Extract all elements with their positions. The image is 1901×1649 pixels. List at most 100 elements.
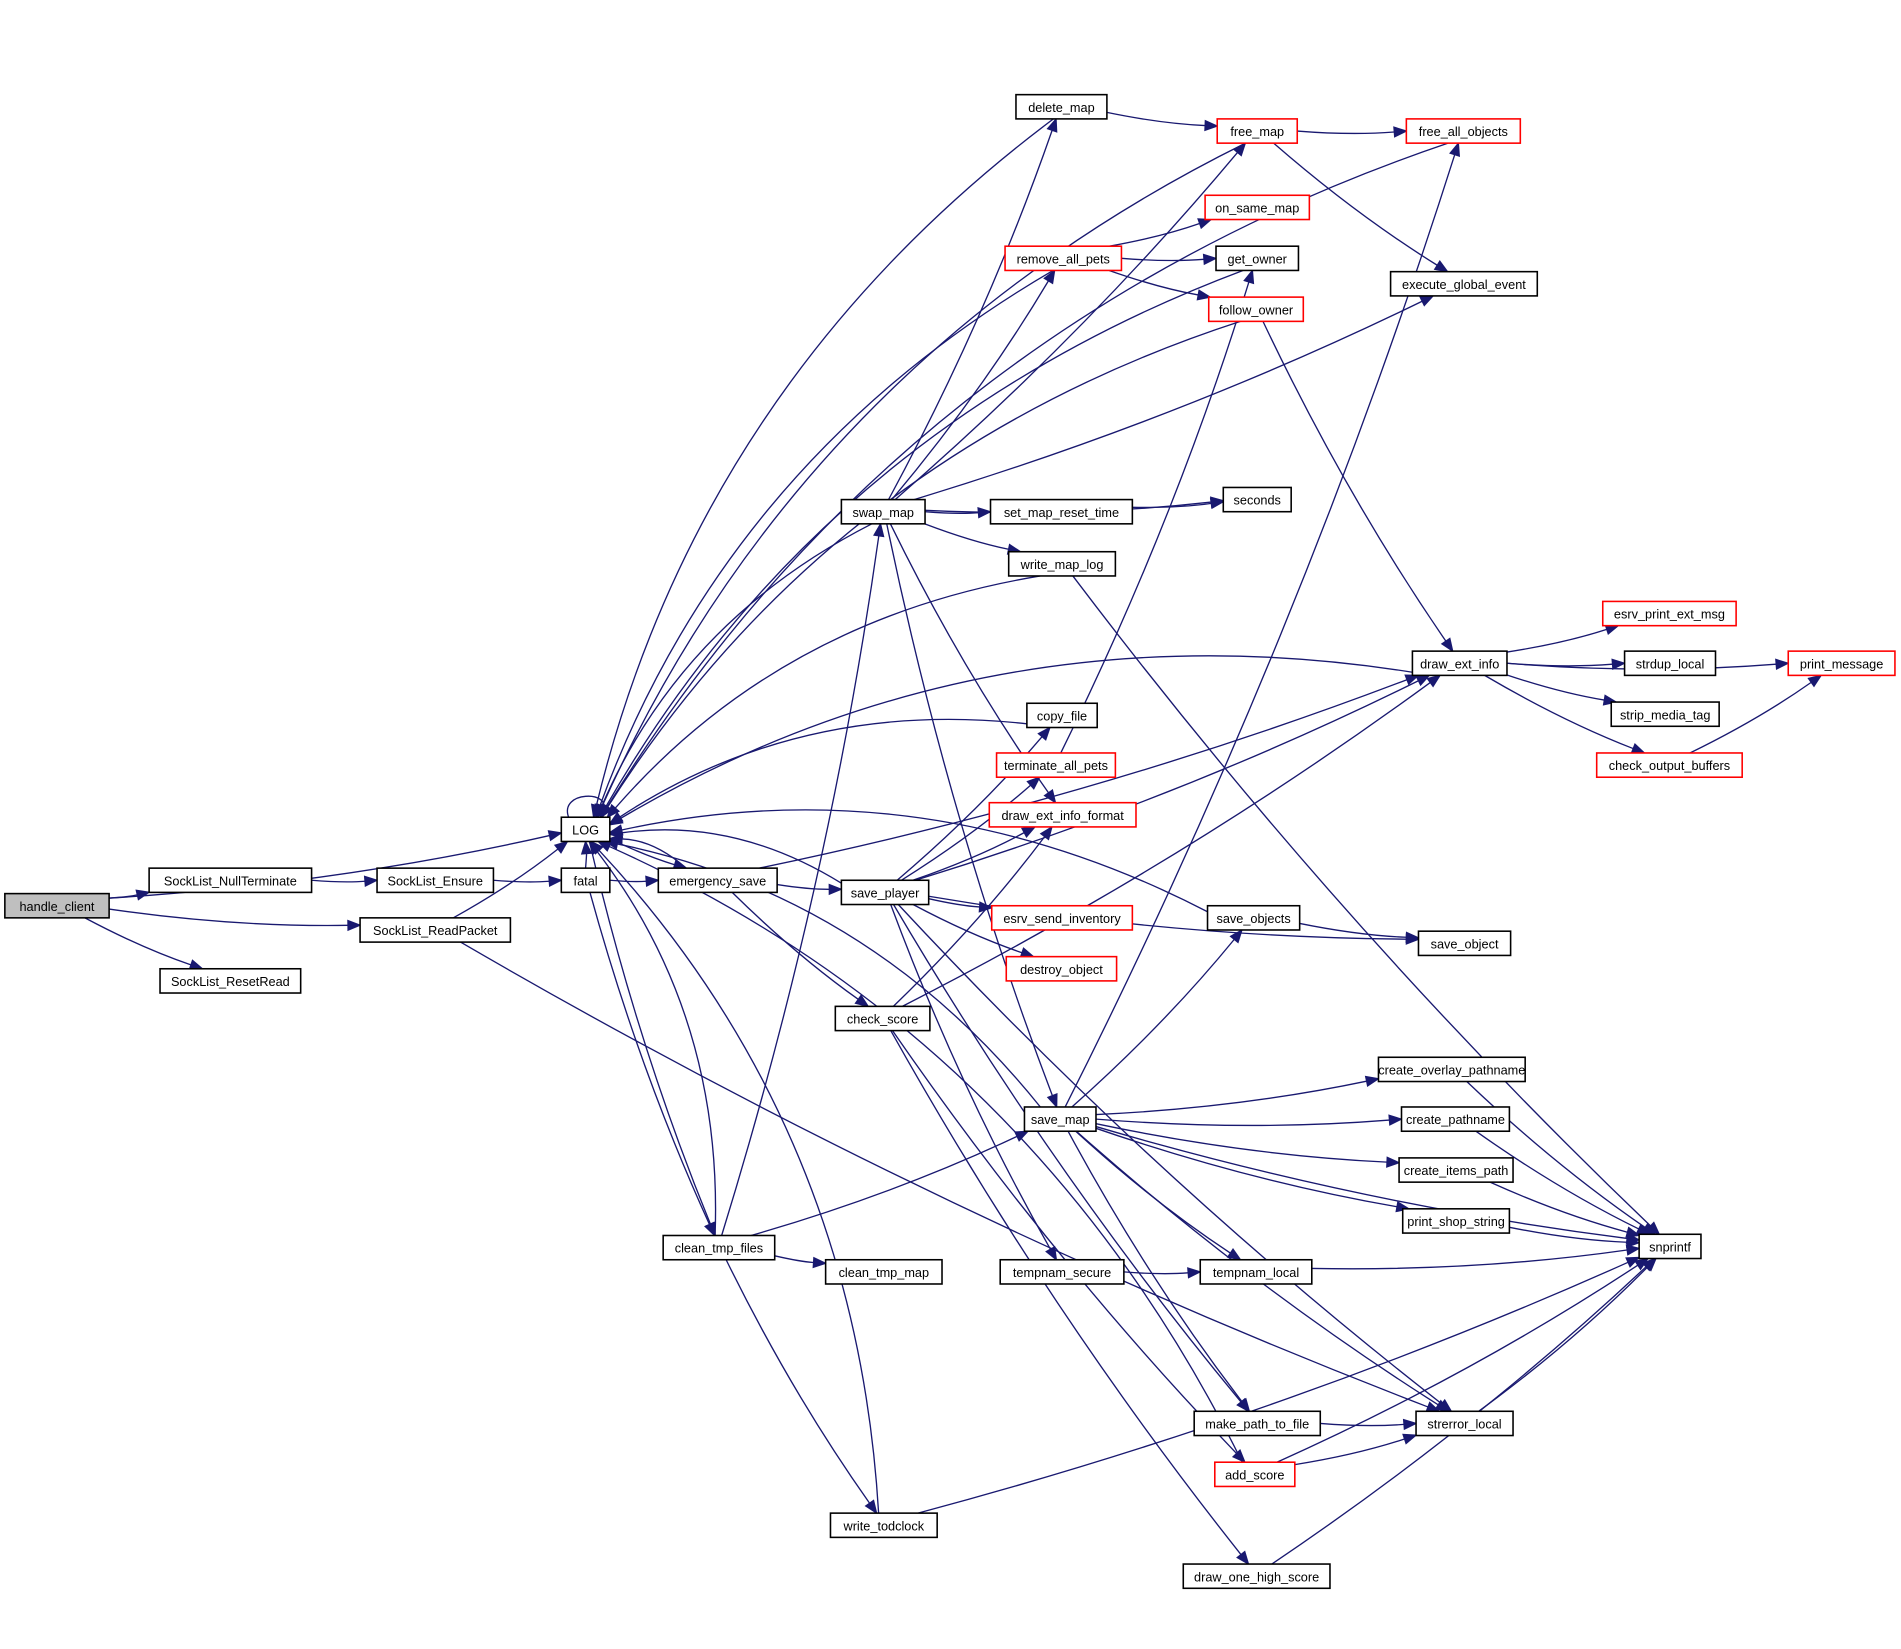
edge-line [892, 836, 1046, 1007]
arrowhead-icon [704, 1221, 716, 1237]
node-set-map-reset-time[interactable]: set_map_reset_time [989, 498, 1134, 525]
node-label: SockList_ReadPacket [373, 923, 498, 938]
node-save-map[interactable]: save_map [1023, 1106, 1097, 1133]
node-print-shop-string[interactable]: print_shop_string [1401, 1208, 1511, 1234]
node-box [1215, 245, 1300, 272]
node-box [1007, 550, 1117, 577]
arrowhead-icon [1026, 776, 1041, 790]
edge-free-map-to-log [596, 142, 1246, 819]
edge-write-map-log-to-log [606, 575, 1041, 819]
node-print-message[interactable]: print_message [1787, 650, 1896, 677]
node-esrv-print-ext-msg[interactable]: esrv_print_ext_msg [1601, 600, 1737, 627]
node-on-same-map[interactable]: on_same_map [1204, 194, 1311, 221]
node-snprintf[interactable]: snprintf [1638, 1233, 1702, 1260]
node-label: handle_client [19, 899, 94, 914]
edge-save-map-to-make-path-to-file [1067, 1130, 1251, 1413]
node-terminate-all-pets[interactable]: terminate_all_pets [995, 752, 1117, 779]
edge-line [1109, 222, 1200, 247]
edge-save-player-to-tempnam-secure [890, 904, 1058, 1262]
node-destroy-object[interactable]: destroy_object [1005, 955, 1118, 982]
node-socklist-nullterminate[interactable]: SockList_NullTerminate [148, 867, 313, 894]
node-swap-map[interactable]: swap_map [840, 498, 926, 525]
edge-line [607, 320, 1241, 808]
node-emergency-save[interactable]: emergency_save [657, 867, 778, 894]
edge-line [614, 575, 1041, 809]
edge-clean-tmp-files-to-log [588, 840, 717, 1236]
edge-line [460, 941, 1429, 1408]
node-socklist-ensure[interactable]: SockList_Ensure [376, 867, 495, 894]
arrowhead-icon [1043, 788, 1057, 805]
node-remove-all-pets[interactable]: remove_all_pets [1004, 245, 1123, 272]
edge-line [902, 681, 1431, 1007]
node-delete-map[interactable]: delete_map [1015, 93, 1108, 120]
node-label: draw_ext_info [1420, 656, 1499, 671]
arrowhead-icon [1187, 1267, 1202, 1279]
node-create-items-path[interactable]: create_items_path [1398, 1157, 1514, 1183]
edge-line [608, 845, 1243, 1463]
node-tempnam-local[interactable]: tempnam_local [1199, 1258, 1313, 1285]
node-get-owner[interactable]: get_owner [1215, 245, 1300, 272]
node-label: tempnam_local [1213, 1265, 1299, 1280]
edge-socklist-readpacket-to-log [453, 840, 569, 919]
arrowhead-icon [608, 824, 624, 836]
node-free-map[interactable]: free_map [1216, 118, 1299, 144]
node-write-todclock[interactable]: write_todclock [829, 1512, 938, 1539]
arrowhead-icon [1419, 295, 1435, 307]
edge-line [1075, 1130, 1231, 1254]
node-box [1411, 650, 1508, 677]
edge-socklist-readpacket-to-strerror-local [460, 941, 1441, 1413]
node-log[interactable]: LOG [560, 816, 611, 843]
node-follow-owner[interactable]: follow_owner [1207, 296, 1305, 323]
node-create-overlay-pathname[interactable]: create_overlay_pathname [1377, 1056, 1526, 1083]
node-socklist-readpacket[interactable]: SockList_ReadPacket [359, 917, 512, 943]
edge-swap-map-to-execute-global-event [913, 295, 1435, 501]
node-save-objects[interactable]: save_objects [1206, 904, 1301, 931]
edge-line [1262, 321, 1447, 642]
node-box [999, 1258, 1125, 1285]
arrowhead-icon [1364, 1075, 1381, 1087]
node-save-player[interactable]: save_player [840, 879, 930, 906]
node-check-output-buffers[interactable]: check_output_buffers [1595, 752, 1743, 779]
edge-line [917, 1261, 1629, 1514]
node-box [148, 867, 313, 894]
node-check-score[interactable]: check_score [834, 1005, 931, 1032]
node-free-all-objects[interactable]: free_all_objects [1405, 118, 1522, 144]
node-draw-ext-info[interactable]: draw_ext_info [1411, 650, 1508, 677]
node-seconds[interactable]: seconds [1222, 486, 1292, 513]
node-strip-media-tag[interactable]: strip_media_tag [1610, 701, 1720, 728]
arrowhead-icon [1196, 289, 1212, 301]
node-copy-file[interactable]: copy_file [1026, 702, 1098, 729]
edge-line [588, 841, 712, 1225]
edge-line [619, 655, 1413, 820]
edge-line [915, 680, 1419, 881]
edge-save-player-to-terminate-all-pets [900, 776, 1041, 881]
arrowhead-icon [1043, 269, 1056, 285]
node-box [829, 1512, 938, 1539]
node-draw-ext-info-format[interactable]: draw_ext_info_format [988, 801, 1137, 828]
node-create-pathname[interactable]: create_pathname [1400, 1106, 1511, 1133]
node-save-object[interactable]: save_object [1417, 930, 1512, 957]
edge-save-map-to-print-shop-string [1095, 1127, 1411, 1213]
node-box [1601, 600, 1737, 627]
node-socklist-resetread[interactable]: SockList_ResetRead [159, 967, 302, 994]
edge-line [1067, 1130, 1243, 1403]
node-tempnam-secure[interactable]: tempnam_secure [999, 1258, 1125, 1285]
node-clean-tmp-map[interactable]: clean_tmp_map [824, 1258, 943, 1285]
arrowhead-icon [1209, 497, 1225, 510]
node-add-score[interactable]: add_score [1214, 1461, 1296, 1488]
arrowhead-icon [1402, 1418, 1418, 1431]
node-make-path-to-file[interactable]: make_path_to_file [1193, 1410, 1322, 1437]
node-strerror-local[interactable]: strerror_local [1415, 1410, 1514, 1437]
node-label: free_all_objects [1419, 124, 1508, 139]
node-fatal[interactable]: fatal [560, 867, 611, 894]
node-esrv-send-inventory[interactable]: esrv_send_inventory [990, 904, 1134, 931]
node-label: draw_one_high_score [1194, 1569, 1319, 1584]
node-draw-one-high-score[interactable]: draw_one_high_score [1182, 1563, 1331, 1590]
arrowhead-icon [363, 875, 379, 888]
node-execute-global-event[interactable]: execute_global_event [1389, 270, 1539, 297]
node-strdup-local[interactable]: strdup_local [1623, 650, 1717, 677]
node-clean-tmp-files[interactable]: clean_tmp_files [662, 1234, 776, 1261]
node-write-map-log[interactable]: write_map_log [1007, 550, 1117, 577]
node-box [1182, 1563, 1331, 1590]
